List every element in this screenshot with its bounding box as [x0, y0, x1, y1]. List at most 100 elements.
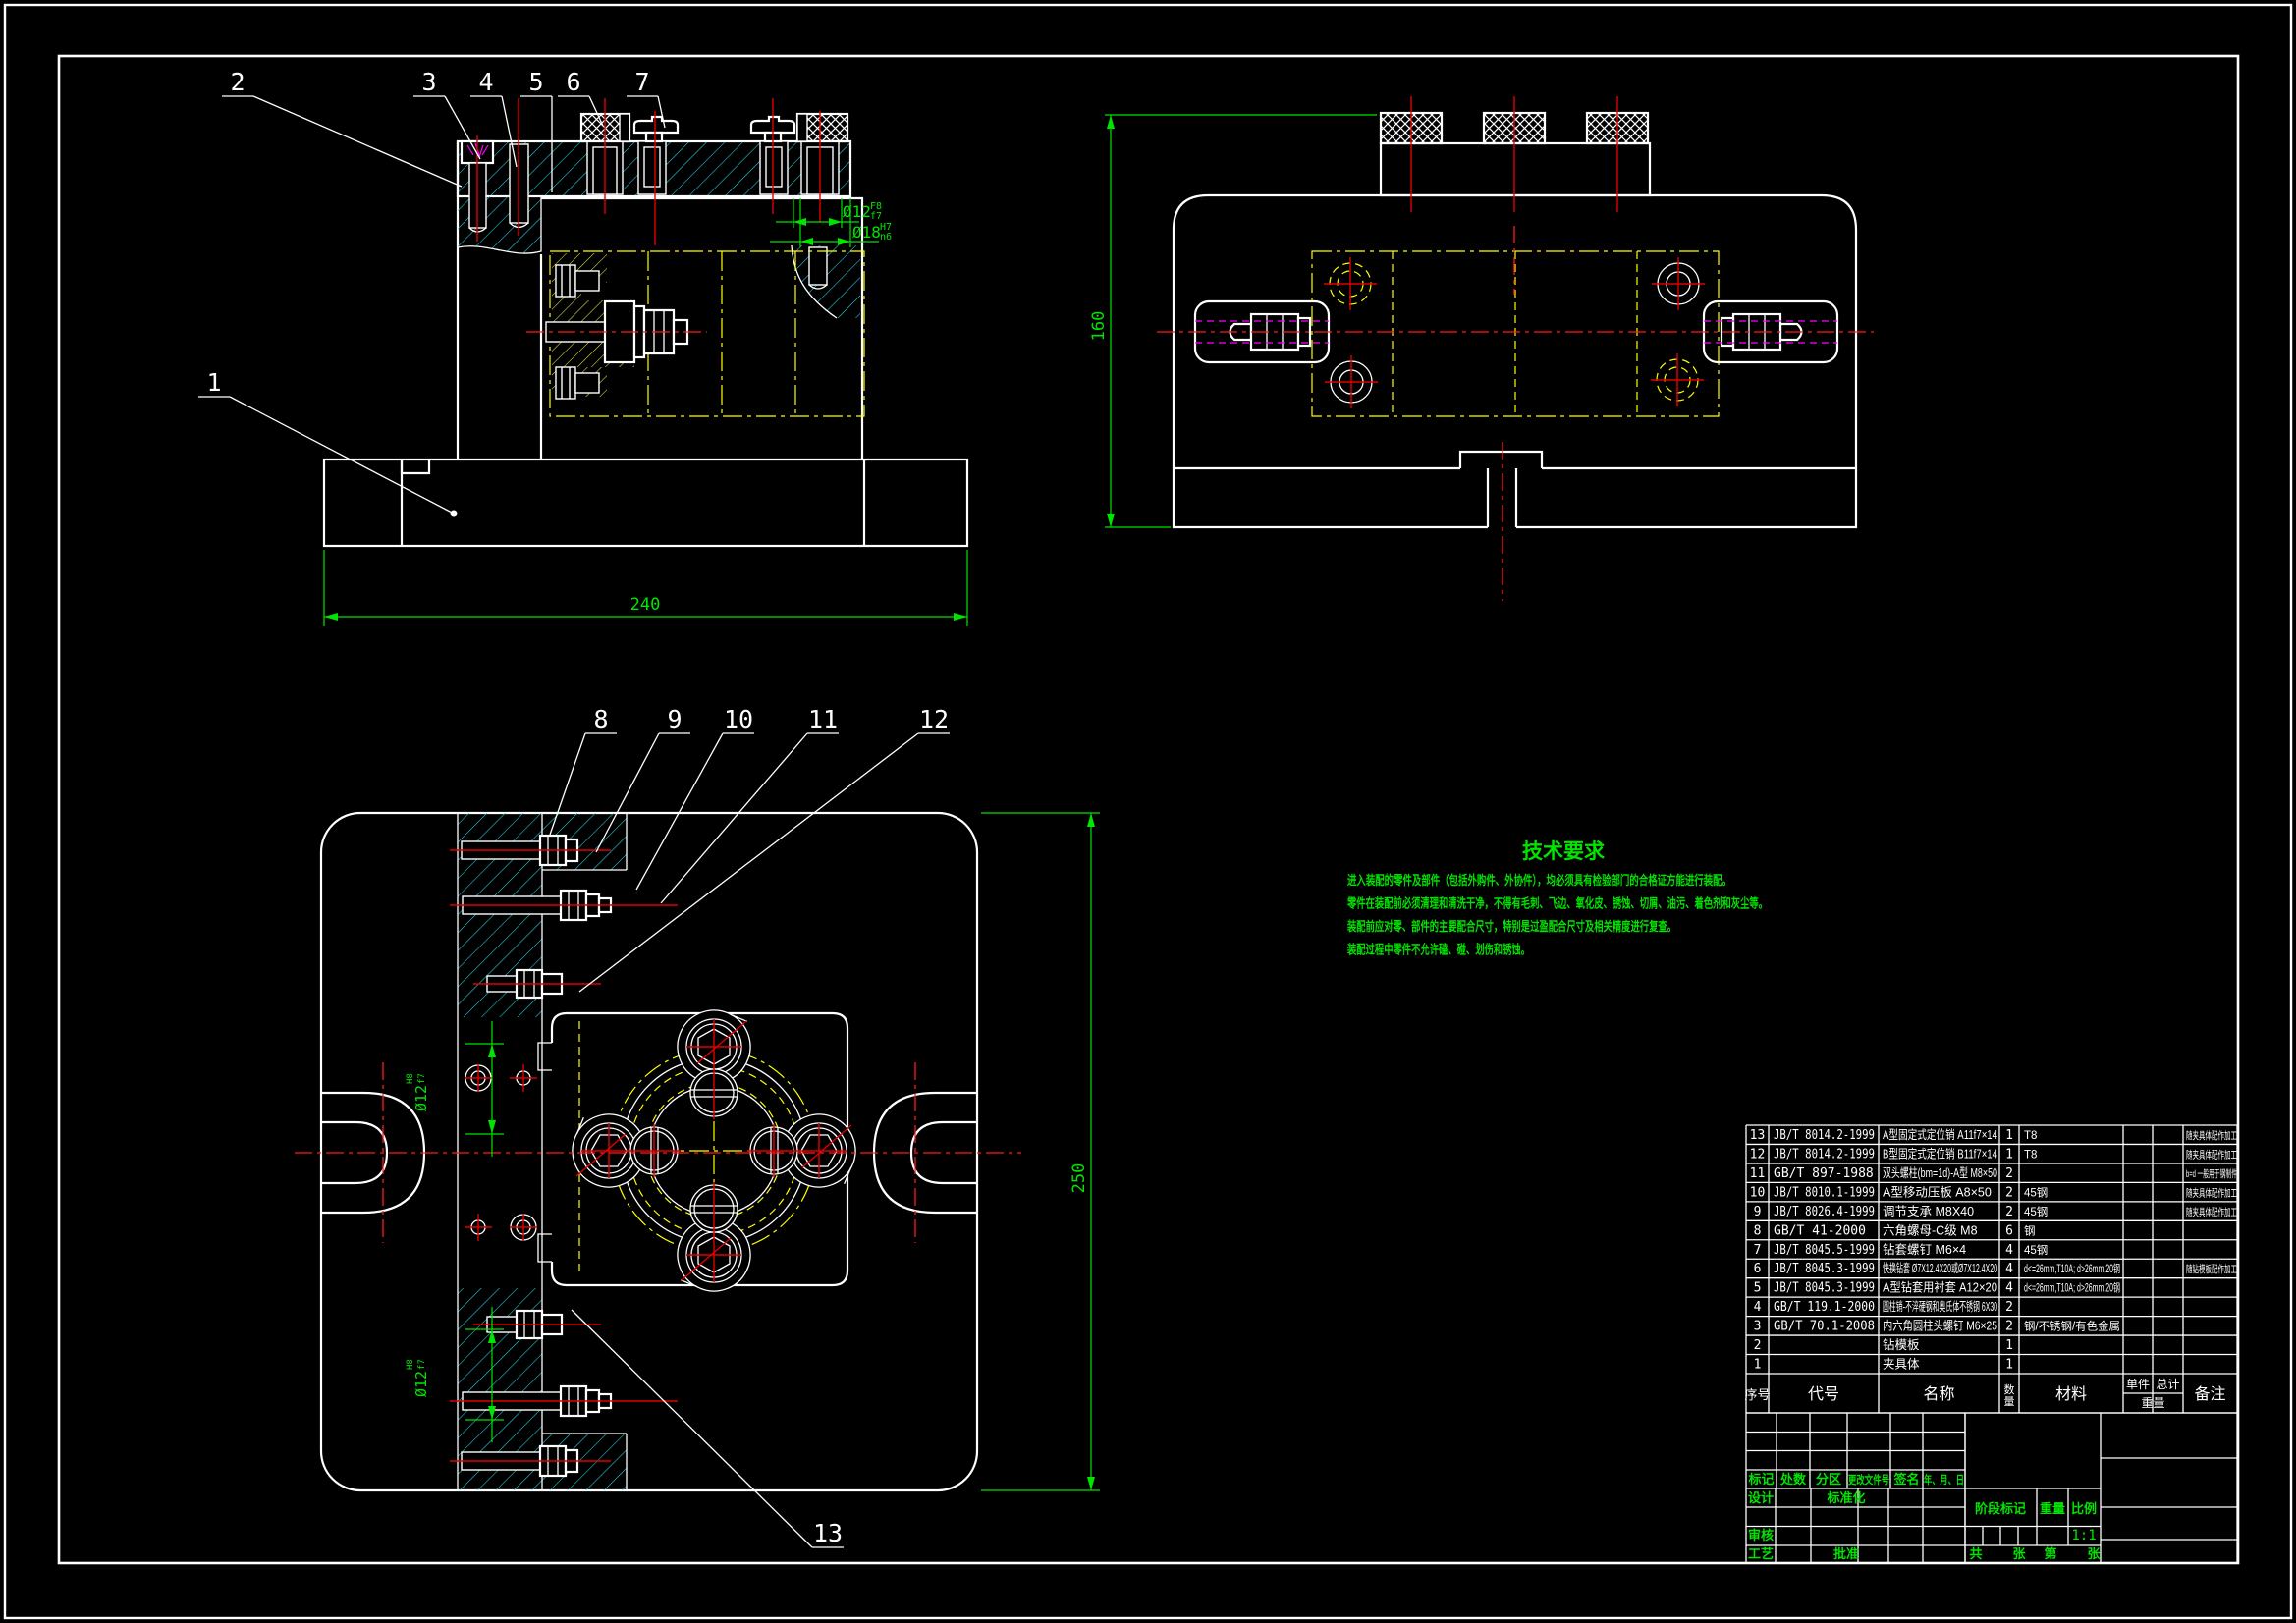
bom-qty: 2 [2005, 1320, 2013, 1334]
bom-h-name: 名称 [1923, 1385, 1954, 1403]
bom-seq: 10 [1750, 1185, 1766, 1200]
bom-material: d<=26mm,T10A; d>26mm,20钢 [2024, 1263, 2120, 1275]
bom-code: JB/T 8026.4-1999 [1774, 1205, 1875, 1219]
dim-pin-upper: Ø12 H8 f7 [406, 1021, 504, 1157]
bom-remark: b=d 一般用于钢制件 [2186, 1167, 2237, 1180]
callout-5: 5 [520, 68, 553, 192]
bolt-row [450, 889, 678, 922]
tech-requirements: 技术要求 进入装配的零件及部件（包括外购件、外协件），均必须具有检验部门的合格证… [1346, 840, 1768, 957]
workpiece-top [1311, 250, 1720, 417]
title-block: 标记处数分区更改文件号签名年、月、日设计标准化审核工艺批准阶段标记重量比例1:1… [1745, 1412, 2238, 1564]
dim-d12-tol-top: F8 [870, 201, 882, 212]
bom-code: JB/T 8014.2-1999 [1774, 1128, 1875, 1143]
bom-seq: 8 [1754, 1223, 1762, 1238]
bom-seq: 12 [1750, 1147, 1766, 1162]
clamp-bolts-plan [450, 834, 678, 1478]
label-genggai: 更改文件号 [1848, 1473, 1889, 1487]
knob-boss [1379, 141, 1652, 197]
bom-name: 六角螺母-C级 M8 [1883, 1223, 1978, 1237]
callout-11: 11 [660, 705, 839, 904]
bom-material: 45钢 [2024, 1244, 2048, 1257]
bom-remark: 随钻模板配作加工 [2186, 1263, 2237, 1275]
dim-d18-tol-top: H7 [880, 222, 892, 233]
bom-name: 快换钻套 Ø7X12.4X20或Ø7X12.4X20 [1883, 1261, 1997, 1275]
bom-remark: 随夹具体配作加工 [2186, 1129, 2237, 1142]
tech-req-line: 零件在装配前必须清理和清洗干净，不得有毛刺、飞边、氧化皮、锈蚀、切屑、油污、着色… [1346, 896, 1768, 911]
callout-label: 5 [528, 68, 543, 96]
callout-label: 3 [421, 68, 436, 96]
bolt-row [450, 1444, 611, 1478]
bom-qty: 2 [2005, 1185, 2013, 1200]
dim-pin-lower-tol-bot: f7 [417, 1359, 427, 1370]
bom-name: 圆柱销-不淬硬钢和奥氏体不锈钢 6X30 [1883, 1299, 1997, 1314]
centerlines-top [1157, 96, 1874, 601]
callout-label: 9 [667, 705, 682, 733]
callout-label: 10 [724, 705, 753, 733]
bom-h-seq: 序号 [1744, 1387, 1770, 1402]
callout-6: 6 [558, 68, 604, 127]
dim-d18-tol-bot: n6 [880, 232, 892, 243]
scale-value: 1:1 [2071, 1528, 2096, 1543]
label-biaozhunhua: 标准化 [1826, 1490, 1865, 1505]
callout-10: 10 [635, 705, 754, 891]
label-zhang1: 张 [2012, 1546, 2026, 1561]
dim-250-text: 250 [1069, 1163, 1089, 1194]
slotted-screws [628, 1066, 800, 1235]
tech-req-line: 装配前应对零、部件的主要配合尺寸，特别是过盈配合尺寸及相关精度进行复查。 [1346, 919, 1676, 934]
bom-h-remark: 备注 [2194, 1385, 2225, 1403]
bom-material: T8 [2024, 1149, 2037, 1161]
label-zhang2: 张 [2087, 1546, 2101, 1561]
tech-req-title: 技术要求 [1522, 840, 1605, 863]
centerlines-front [476, 98, 821, 333]
label-sheji: 设计 [1748, 1490, 1774, 1505]
callout-label: 4 [478, 68, 493, 96]
callout-label: 11 [808, 705, 838, 733]
label-biaoji: 标记 [1747, 1472, 1774, 1487]
bom-material: 45钢 [2024, 1186, 2048, 1199]
label-bili: 比例 [2071, 1501, 2097, 1516]
callout-8: 8 [549, 705, 617, 836]
label-di: 第 [2044, 1546, 2056, 1561]
bom-code: JB/T 8045.5-1999 [1774, 1243, 1875, 1258]
bom-name: 夹具体 [1883, 1358, 1920, 1372]
bom-remark: 随夹具体配作加工 [2186, 1206, 2237, 1218]
callout-label: 6 [566, 68, 580, 96]
bom-seq: 1 [1754, 1358, 1762, 1373]
bom-material: 钢/不锈钢/有色金属 [2024, 1320, 2120, 1333]
dim-pin-lower: Ø12 H8 f7 [406, 1307, 504, 1442]
bom-seq: 13 [1750, 1128, 1766, 1143]
bom-material: T8 [2024, 1130, 2037, 1142]
bom-seq: 7 [1754, 1243, 1762, 1258]
dim-pin-upper-tol-bot: f7 [417, 1073, 427, 1084]
bom-seq: 2 [1754, 1338, 1762, 1353]
socket-screws [572, 1009, 856, 1292]
bom-qty: 2 [2005, 1300, 2013, 1315]
callout-label: 7 [634, 68, 649, 96]
label-shenhe: 审核 [1748, 1528, 1774, 1542]
bom-seq: 11 [1750, 1166, 1766, 1181]
bom-h-qty: 数量 [2004, 1383, 2015, 1408]
bom-material: 45钢 [2024, 1206, 2048, 1218]
bom-name: A型移动压板 A8×50 [1883, 1185, 1992, 1199]
bom-h-unit: 单件 [2126, 1378, 2150, 1391]
label-gong: 共 [1969, 1546, 1982, 1561]
label-zhongliang: 重量 [2040, 1501, 2065, 1516]
bom-code: GB/T 70.1-2008 [1774, 1320, 1875, 1334]
dim-240: 240 [323, 550, 968, 626]
base-plate [322, 458, 969, 548]
bom-name: 钻模板 [1883, 1337, 1920, 1352]
callout-label: 12 [919, 705, 949, 733]
bom-material: d<=26mm,T10A; d>26mm,20钢 [2024, 1282, 2120, 1295]
bom-h-weight: 重量 [2141, 1396, 2164, 1410]
callout-label: 8 [593, 705, 608, 733]
callout-7: 7 [627, 68, 666, 129]
bolt-row [473, 1309, 601, 1340]
bom-code: JB/T 8014.2-1999 [1774, 1147, 1875, 1162]
